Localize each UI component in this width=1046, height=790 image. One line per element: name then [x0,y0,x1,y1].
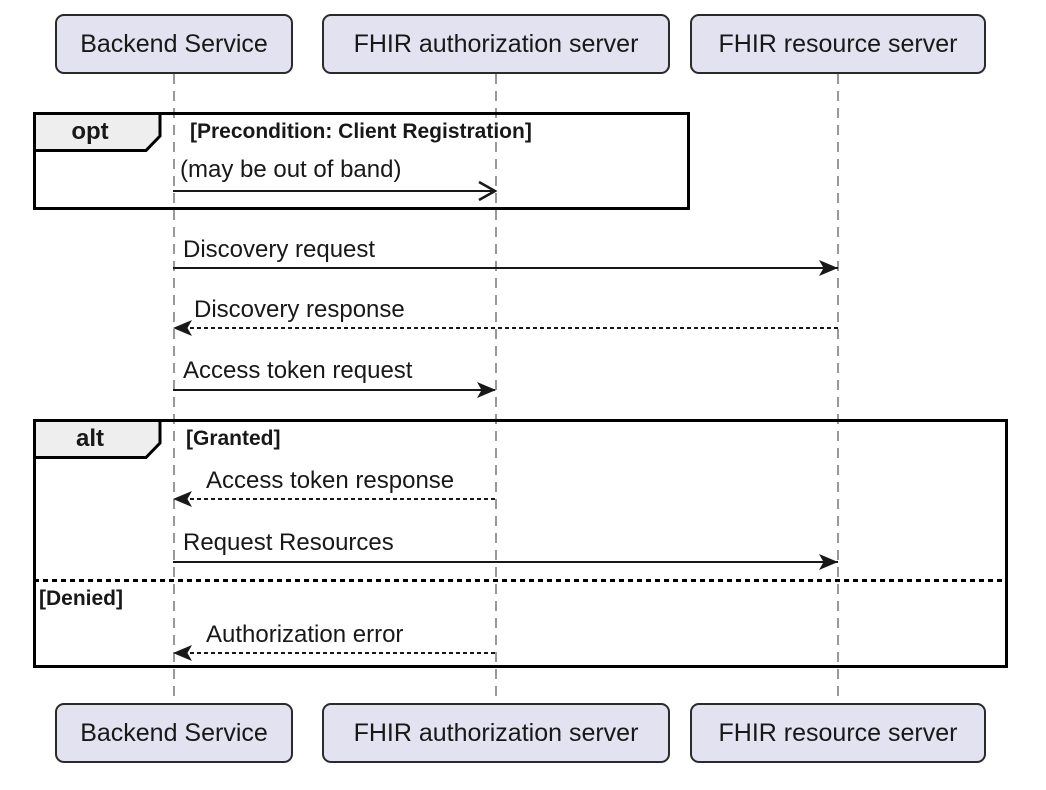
participant-fhir-authorization-server-bottom: FHIR authorization server [322,703,670,763]
message-request-resources-label: Request Resources [183,529,394,556]
alt-fragment-frame [33,419,1008,668]
message-request-resources-line [173,561,838,563]
participant-fhir-authorization-server-top: FHIR authorization server [322,14,670,74]
message-out-of-band-line [173,190,495,192]
message-authorization-error-label: Authorization error [206,621,404,648]
participant-backend-service-top: Backend Service [55,14,293,74]
opt-operator-label: opt [71,118,109,145]
message-access-token-request-line [173,389,495,391]
message-out-of-band-label: (may be out of band) [180,156,402,183]
opt-guard-text: [Precondition: Client Registration] [190,120,532,143]
participant-label: FHIR resource server [718,29,958,58]
message-access-token-request-label: Access token request [183,357,413,384]
message-access-token-response-line [176,498,495,500]
participant-backend-service-bottom: Backend Service [55,703,293,763]
alt-divider-line [34,579,1007,582]
message-authorization-error-line [176,652,495,654]
message-access-token-response-label: Access token response [206,467,455,494]
message-discovery-request-label: Discovery request [183,236,376,263]
lifeline-fhir-authorization-server [495,74,497,704]
message-discovery-response-label: Discovery response [194,296,405,323]
participant-fhir-resource-server-bottom: FHIR resource server [690,703,986,763]
participant-label: Backend Service [80,29,268,58]
participant-fhir-resource-server-top: FHIR resource server [690,14,986,74]
open-arrowhead-icon [478,180,498,202]
participant-label: FHIR authorization server [353,718,639,747]
alt-guard-granted-text: [Granted] [186,427,281,450]
participant-label: Backend Service [80,718,268,747]
message-discovery-request-line [173,267,838,269]
participant-label: FHIR resource server [718,718,958,747]
alt-guard-denied-text: [Denied] [39,587,123,610]
alt-operator-pentagon [33,419,162,459]
message-discovery-response-line [176,327,838,329]
opt-fragment-frame [33,112,690,210]
participant-label: FHIR authorization server [353,29,639,58]
opt-operator-pentagon [33,112,162,152]
alt-operator-label: alt [75,425,104,452]
lifeline-fhir-resource-server [837,74,839,704]
